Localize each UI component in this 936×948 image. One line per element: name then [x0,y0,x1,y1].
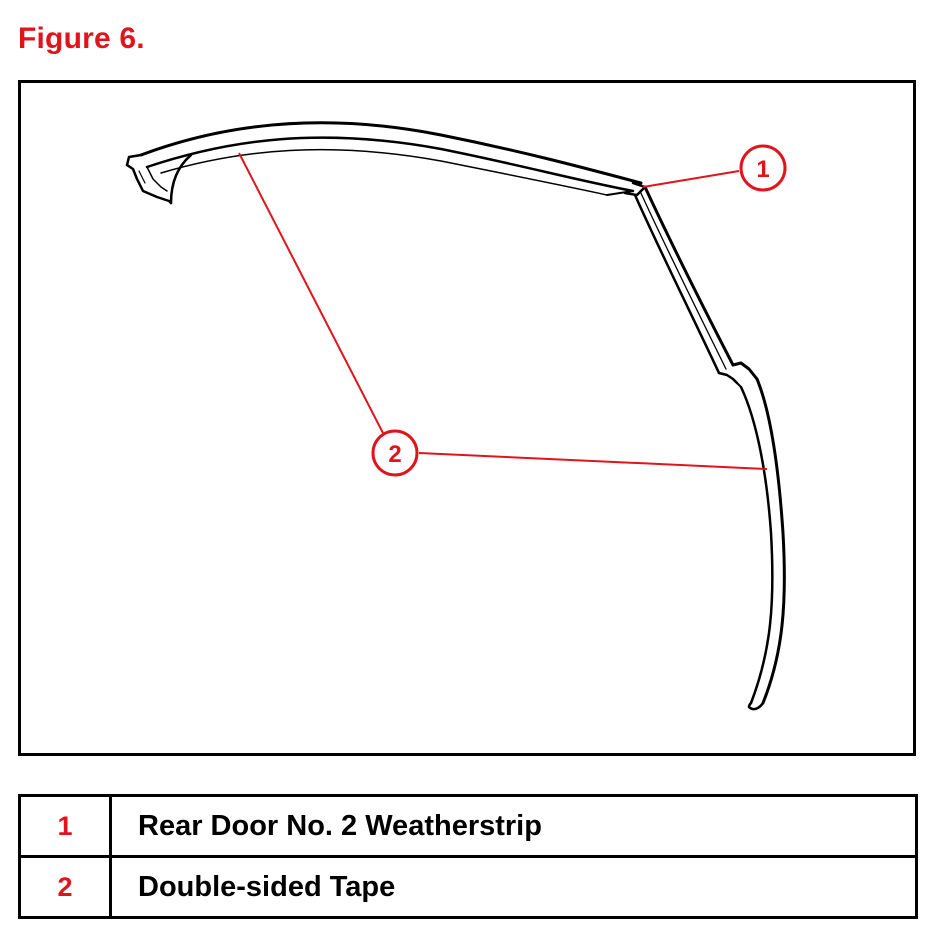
weatherstrip-diagram: 1 2 [125,121,787,711]
callout-2: 2 [238,152,768,477]
callout-2-number: 2 [388,441,401,468]
legend-row-description: Rear Door No. 2 Weatherstrip [109,794,918,858]
weatherstrip-illustration [125,121,786,711]
callout-1: 1 [642,144,787,192]
diagram-frame: 1 2 [18,80,916,756]
legend-row-number: 1 [18,794,112,858]
legend-row: 1 Rear Door No. 2 Weatherstrip [18,794,918,858]
legend-row-number: 2 [18,855,112,919]
callout-1-leader [642,170,740,188]
legend-table: 1 Rear Door No. 2 Weatherstrip 2 Double-… [18,794,918,919]
legend-row: 2 Double-sided Tape [18,855,918,919]
figure-title: Figure 6. [18,22,145,55]
callout-1-circle [739,144,787,192]
legend-row-description: Double-sided Tape [109,855,918,919]
callout-1-number: 1 [756,156,769,183]
callout-2-circle [371,429,419,477]
callout-2-leader-right [418,452,768,470]
callout-2-leader-upper [238,152,384,434]
